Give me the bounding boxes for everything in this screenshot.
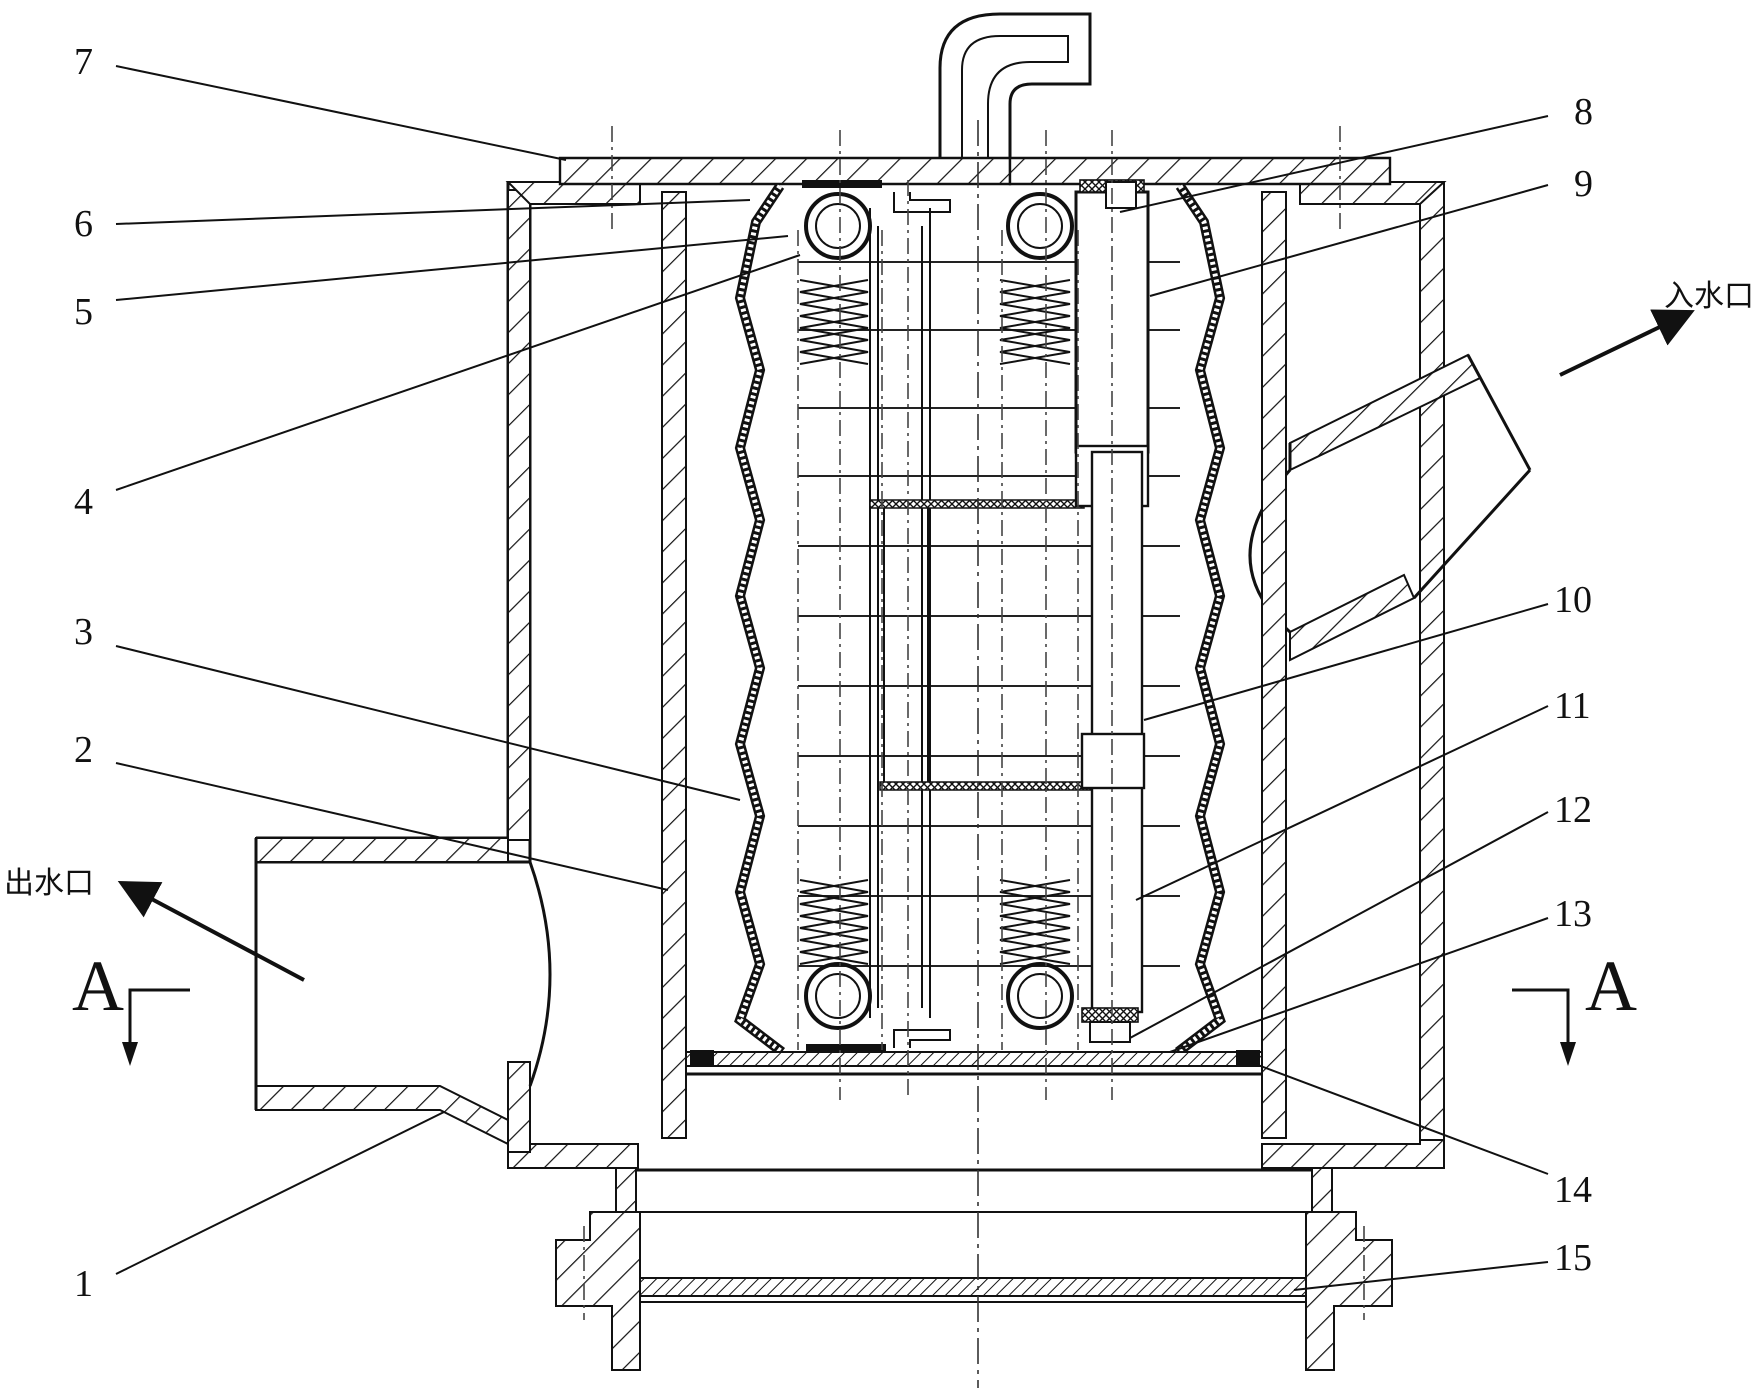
part-label-13: 13 (1554, 893, 1592, 935)
section-label-left: A (72, 946, 124, 1026)
part-label-11: 11 (1554, 685, 1591, 727)
part-label-1: 1 (74, 1263, 93, 1305)
springs (799, 180, 1074, 1052)
part-label-3: 3 (74, 611, 93, 653)
part-label-12: 12 (1554, 789, 1592, 831)
part-label-5: 5 (74, 291, 93, 333)
outlet-pipe (254, 837, 552, 1146)
inner-sleeve (661, 191, 1287, 1139)
inlet-label: 入水口 (1664, 280, 1754, 313)
guide-rod (869, 192, 1095, 1048)
top-cover (558, 12, 1392, 186)
section-label-right: A (1585, 946, 1637, 1026)
part-label-8: 8 (1574, 91, 1593, 133)
part-label-14: 14 (1554, 1169, 1592, 1211)
bottom-flange (555, 1167, 1393, 1371)
gas-spring (1074, 179, 1150, 1043)
outlet-label: 出水口 (4, 867, 94, 900)
part-label-4: 4 (74, 481, 93, 523)
part-label-2: 2 (74, 729, 93, 771)
part-label-7: 7 (74, 41, 93, 83)
section-marks: A A (72, 946, 1637, 1066)
part-label-15: 15 (1554, 1237, 1592, 1279)
outer-housing (256, 181, 1447, 1169)
part-numbers: 7 6 5 4 3 2 1 8 9 10 11 12 13 14 15 (74, 41, 1593, 1305)
part-label-10: 10 (1554, 579, 1592, 621)
part-label-9: 9 (1574, 163, 1593, 205)
part-label-6: 6 (74, 203, 93, 245)
leader-lines (115, 65, 1549, 1291)
center-lines (583, 120, 1365, 1388)
inlet-pipe (1248, 353, 1532, 662)
flow-arrows (117, 309, 1695, 982)
valve-plate (685, 1050, 1263, 1076)
